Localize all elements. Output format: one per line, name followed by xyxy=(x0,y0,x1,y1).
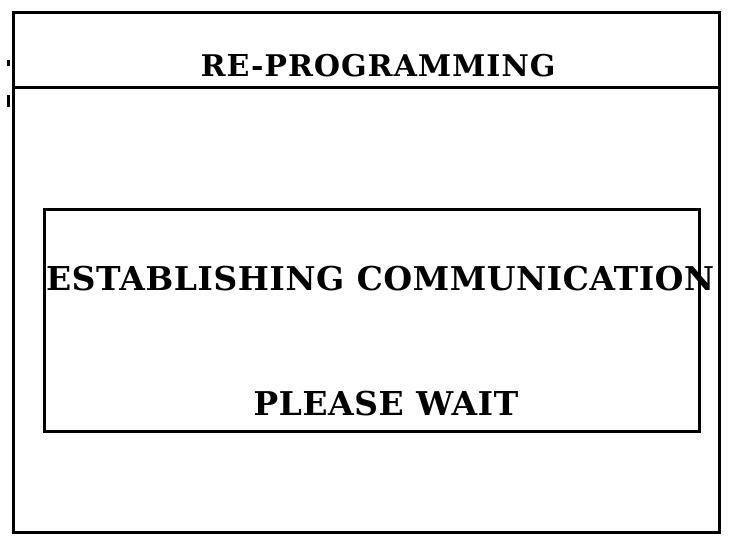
frame-tick-mark xyxy=(7,60,10,66)
screen-frame: RE-PROGRAMMING ESTABLISHING COMMUNICATIO… xyxy=(12,11,721,534)
title-bar: RE-PROGRAMMING xyxy=(15,14,718,89)
status-dialog: ESTABLISHING COMMUNICATION PLEASE WAIT xyxy=(43,208,715,433)
wait-message: PLEASE WAIT xyxy=(253,384,519,423)
screen-title: RE-PROGRAMMING xyxy=(200,49,557,84)
frame-tick-mark xyxy=(7,95,10,107)
status-message: ESTABLISHING COMMUNICATION xyxy=(46,259,715,298)
